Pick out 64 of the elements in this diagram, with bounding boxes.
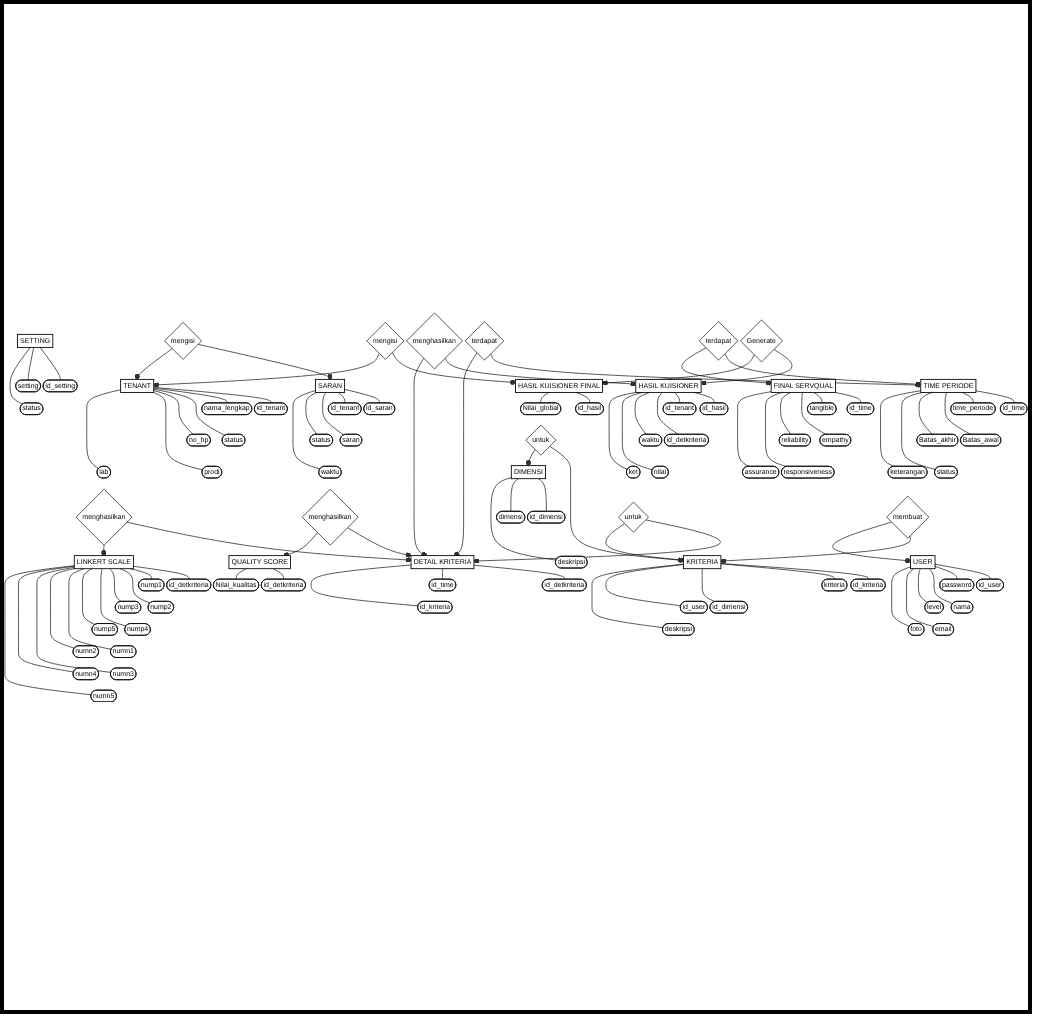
connector [100,567,127,627]
connector [944,391,971,435]
connector [934,565,958,580]
connector [891,566,911,627]
connector [36,566,112,673]
connector [720,563,835,580]
connector [575,391,591,403]
connector [918,567,928,603]
connector [9,346,31,405]
connector [490,476,557,561]
connector [4,564,92,695]
connector [634,391,651,435]
connector [39,346,61,381]
connector [27,346,35,381]
connector [906,567,935,627]
connector [153,389,194,435]
connector [68,567,112,650]
connector [880,389,922,467]
connector [322,391,345,435]
connector [153,387,228,403]
connector [801,391,827,435]
connector [86,389,121,469]
connector [608,391,637,470]
connector [152,391,204,470]
connector [934,563,991,580]
connector [119,567,151,604]
connector [928,567,954,604]
connector [540,391,550,403]
connector [538,477,547,512]
connector [765,391,788,467]
connector [292,389,321,470]
connector [901,391,936,470]
connector [310,564,419,606]
connector [657,391,679,435]
connector [344,388,380,403]
connector [153,386,272,403]
connector [591,563,684,628]
connector [272,567,284,580]
connector [235,567,247,580]
connector [674,391,681,403]
connector [961,391,974,403]
connector [834,391,861,403]
connector [693,391,715,403]
connector [337,391,346,403]
connector [780,391,792,435]
connector [918,391,933,435]
connector [305,391,318,435]
connector [473,564,565,580]
connector [605,563,684,606]
connector [701,567,716,602]
connector [622,391,653,470]
connector [133,565,190,580]
connector [813,391,823,403]
connector [50,567,75,649]
connector [720,562,869,580]
connector [82,567,96,625]
connector [109,567,122,602]
connector [442,567,443,580]
connector [153,388,226,436]
connector [975,390,1015,403]
connector [129,567,152,580]
connector [510,477,519,512]
connector [737,390,772,467]
connector [18,565,75,672]
